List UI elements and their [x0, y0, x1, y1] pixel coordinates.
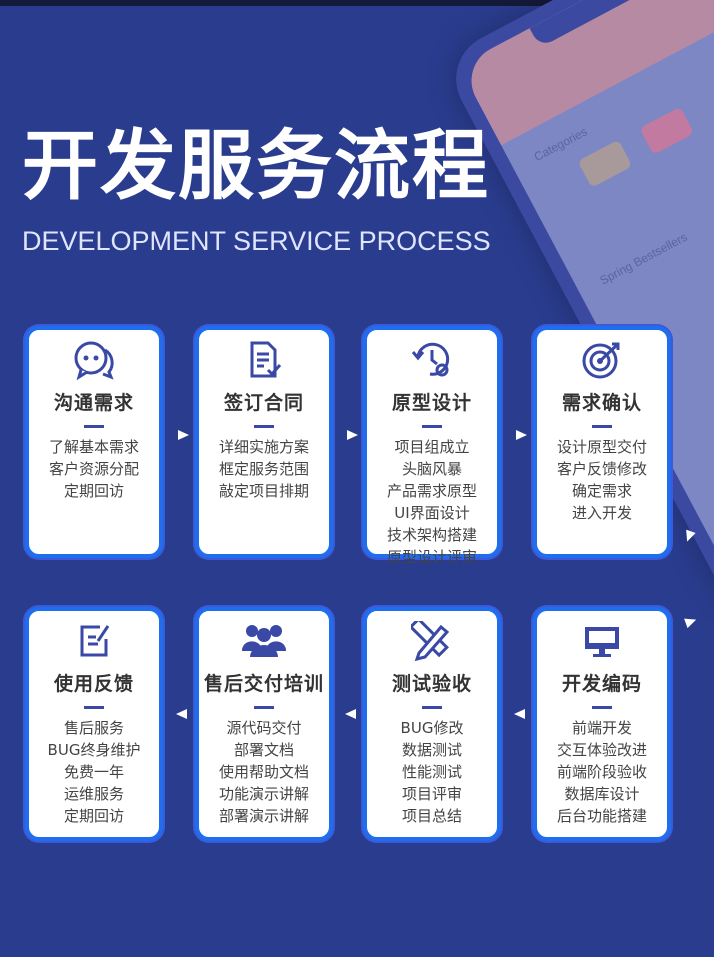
step-name: 使用反馈	[53, 673, 134, 695]
ruler-pencil-icon	[367, 621, 497, 661]
step-item: 进入开发	[571, 504, 632, 522]
step-item: 头脑风暴	[401, 460, 462, 478]
step-item: UI界面设计	[394, 504, 470, 522]
step-item: 技术架构搭建	[386, 526, 477, 544]
step-item: 设计原型交付	[556, 438, 647, 456]
step-item: 项目总结	[401, 807, 462, 825]
step-name: 售后交付培训	[203, 673, 324, 695]
step-item: 项目组成立	[394, 438, 470, 456]
step-card: 签订合同 详细实施方案 框定服务范围 敲定项目排期	[195, 326, 333, 558]
step-card: 使用反馈 售后服务 BUG终身维护 免费一年 运维服务 定期回访	[25, 607, 163, 841]
step-item: 交互体验改进	[556, 741, 647, 759]
divider	[592, 425, 612, 428]
step-card: 开发编码 前端开发 交互体验改进 前端阶段验收 数据库设计 后台功能搭建	[533, 607, 671, 841]
step-card: 沟通需求 了解基本需求 客户资源分配 定期回访	[25, 326, 163, 558]
step-item: 前端开发	[571, 719, 632, 737]
arrow-left-icon	[514, 709, 525, 719]
step-item: 客户反馈修改	[556, 460, 647, 478]
page-title: 开发服务流程	[22, 121, 490, 210]
top-band	[0, 0, 714, 6]
arrow-turn-icon	[684, 614, 698, 629]
divider	[422, 706, 442, 709]
arrow-right-icon	[347, 430, 358, 440]
step-name: 沟通需求	[53, 392, 134, 414]
step-item: 数据库设计	[564, 785, 640, 803]
step-item: 部署演示讲解	[218, 807, 309, 825]
step-item: BUG修改	[400, 719, 464, 737]
step-item: 使用帮助文档	[218, 763, 309, 781]
step-item: 部署文档	[233, 741, 294, 759]
arrow-right-icon	[516, 430, 527, 440]
step-card: 原型设计 项目组成立 头脑风暴 产品需求原型 UI界面设计 技术架构搭建 原型设…	[363, 326, 501, 566]
arrow-down-icon	[682, 529, 696, 544]
step-item: 性能测试	[401, 763, 462, 781]
edit-note-icon	[29, 621, 159, 661]
history-gear-icon	[367, 340, 497, 380]
divider	[422, 425, 442, 428]
step-item: 定期回访	[63, 482, 124, 500]
page-subtitle: DEVELOPMENT SERVICE PROCESS	[22, 226, 491, 256]
step-item: 详细实施方案	[218, 438, 309, 456]
step-card: 测试验收 BUG修改 数据测试 性能测试 项目评审 项目总结	[363, 607, 501, 841]
target-icon	[537, 340, 667, 380]
divider	[254, 706, 274, 709]
document-check-icon	[199, 340, 329, 380]
arrow-right-icon	[178, 430, 189, 440]
divider	[84, 425, 104, 428]
step-item: 了解基本需求	[48, 438, 139, 456]
arrow-left-icon	[176, 709, 187, 719]
step-name: 测试验收	[391, 673, 472, 695]
step-name: 原型设计	[391, 392, 472, 414]
step-item: 定期回访	[63, 807, 124, 825]
chat-bubbles-icon	[29, 340, 159, 380]
step-item: 源代码交付	[226, 719, 302, 737]
phone-bestsellers-label: Spring Bestsellers	[597, 229, 690, 288]
step-item: 项目评审	[401, 785, 462, 803]
users-icon	[199, 621, 329, 661]
step-name: 签订合同	[223, 392, 304, 414]
category-image	[577, 139, 633, 188]
step-name: 开发编码	[561, 673, 642, 695]
step-item: 免费一年	[63, 763, 124, 781]
step-item: 产品需求原型	[386, 482, 477, 500]
step-item: BUG终身维护	[47, 741, 141, 759]
arrow-left-icon	[345, 709, 356, 719]
divider	[592, 706, 612, 709]
step-item: 框定服务范围	[218, 460, 309, 478]
divider	[254, 425, 274, 428]
monitor-icon	[537, 621, 667, 661]
step-name: 需求确认	[561, 392, 642, 414]
step-card: 需求确认 设计原型交付 客户反馈修改 确定需求 进入开发	[533, 326, 671, 558]
step-item: 敲定项目排期	[218, 482, 309, 500]
step-item: 客户资源分配	[48, 460, 139, 478]
step-item: 确定需求	[571, 482, 632, 500]
step-item: 数据测试	[401, 741, 462, 759]
category-image	[639, 106, 695, 155]
divider	[84, 706, 104, 709]
step-item: 后台功能搭建	[556, 807, 647, 825]
step-item: 原型设计评审	[386, 548, 477, 566]
step-item: 功能演示讲解	[218, 785, 309, 803]
step-card: 售后交付培训 源代码交付 部署文档 使用帮助文档 功能演示讲解 部署演示讲解	[195, 607, 333, 841]
step-item: 售后服务	[63, 719, 124, 737]
step-item: 运维服务	[63, 785, 124, 803]
step-item: 前端阶段验收	[556, 763, 647, 781]
